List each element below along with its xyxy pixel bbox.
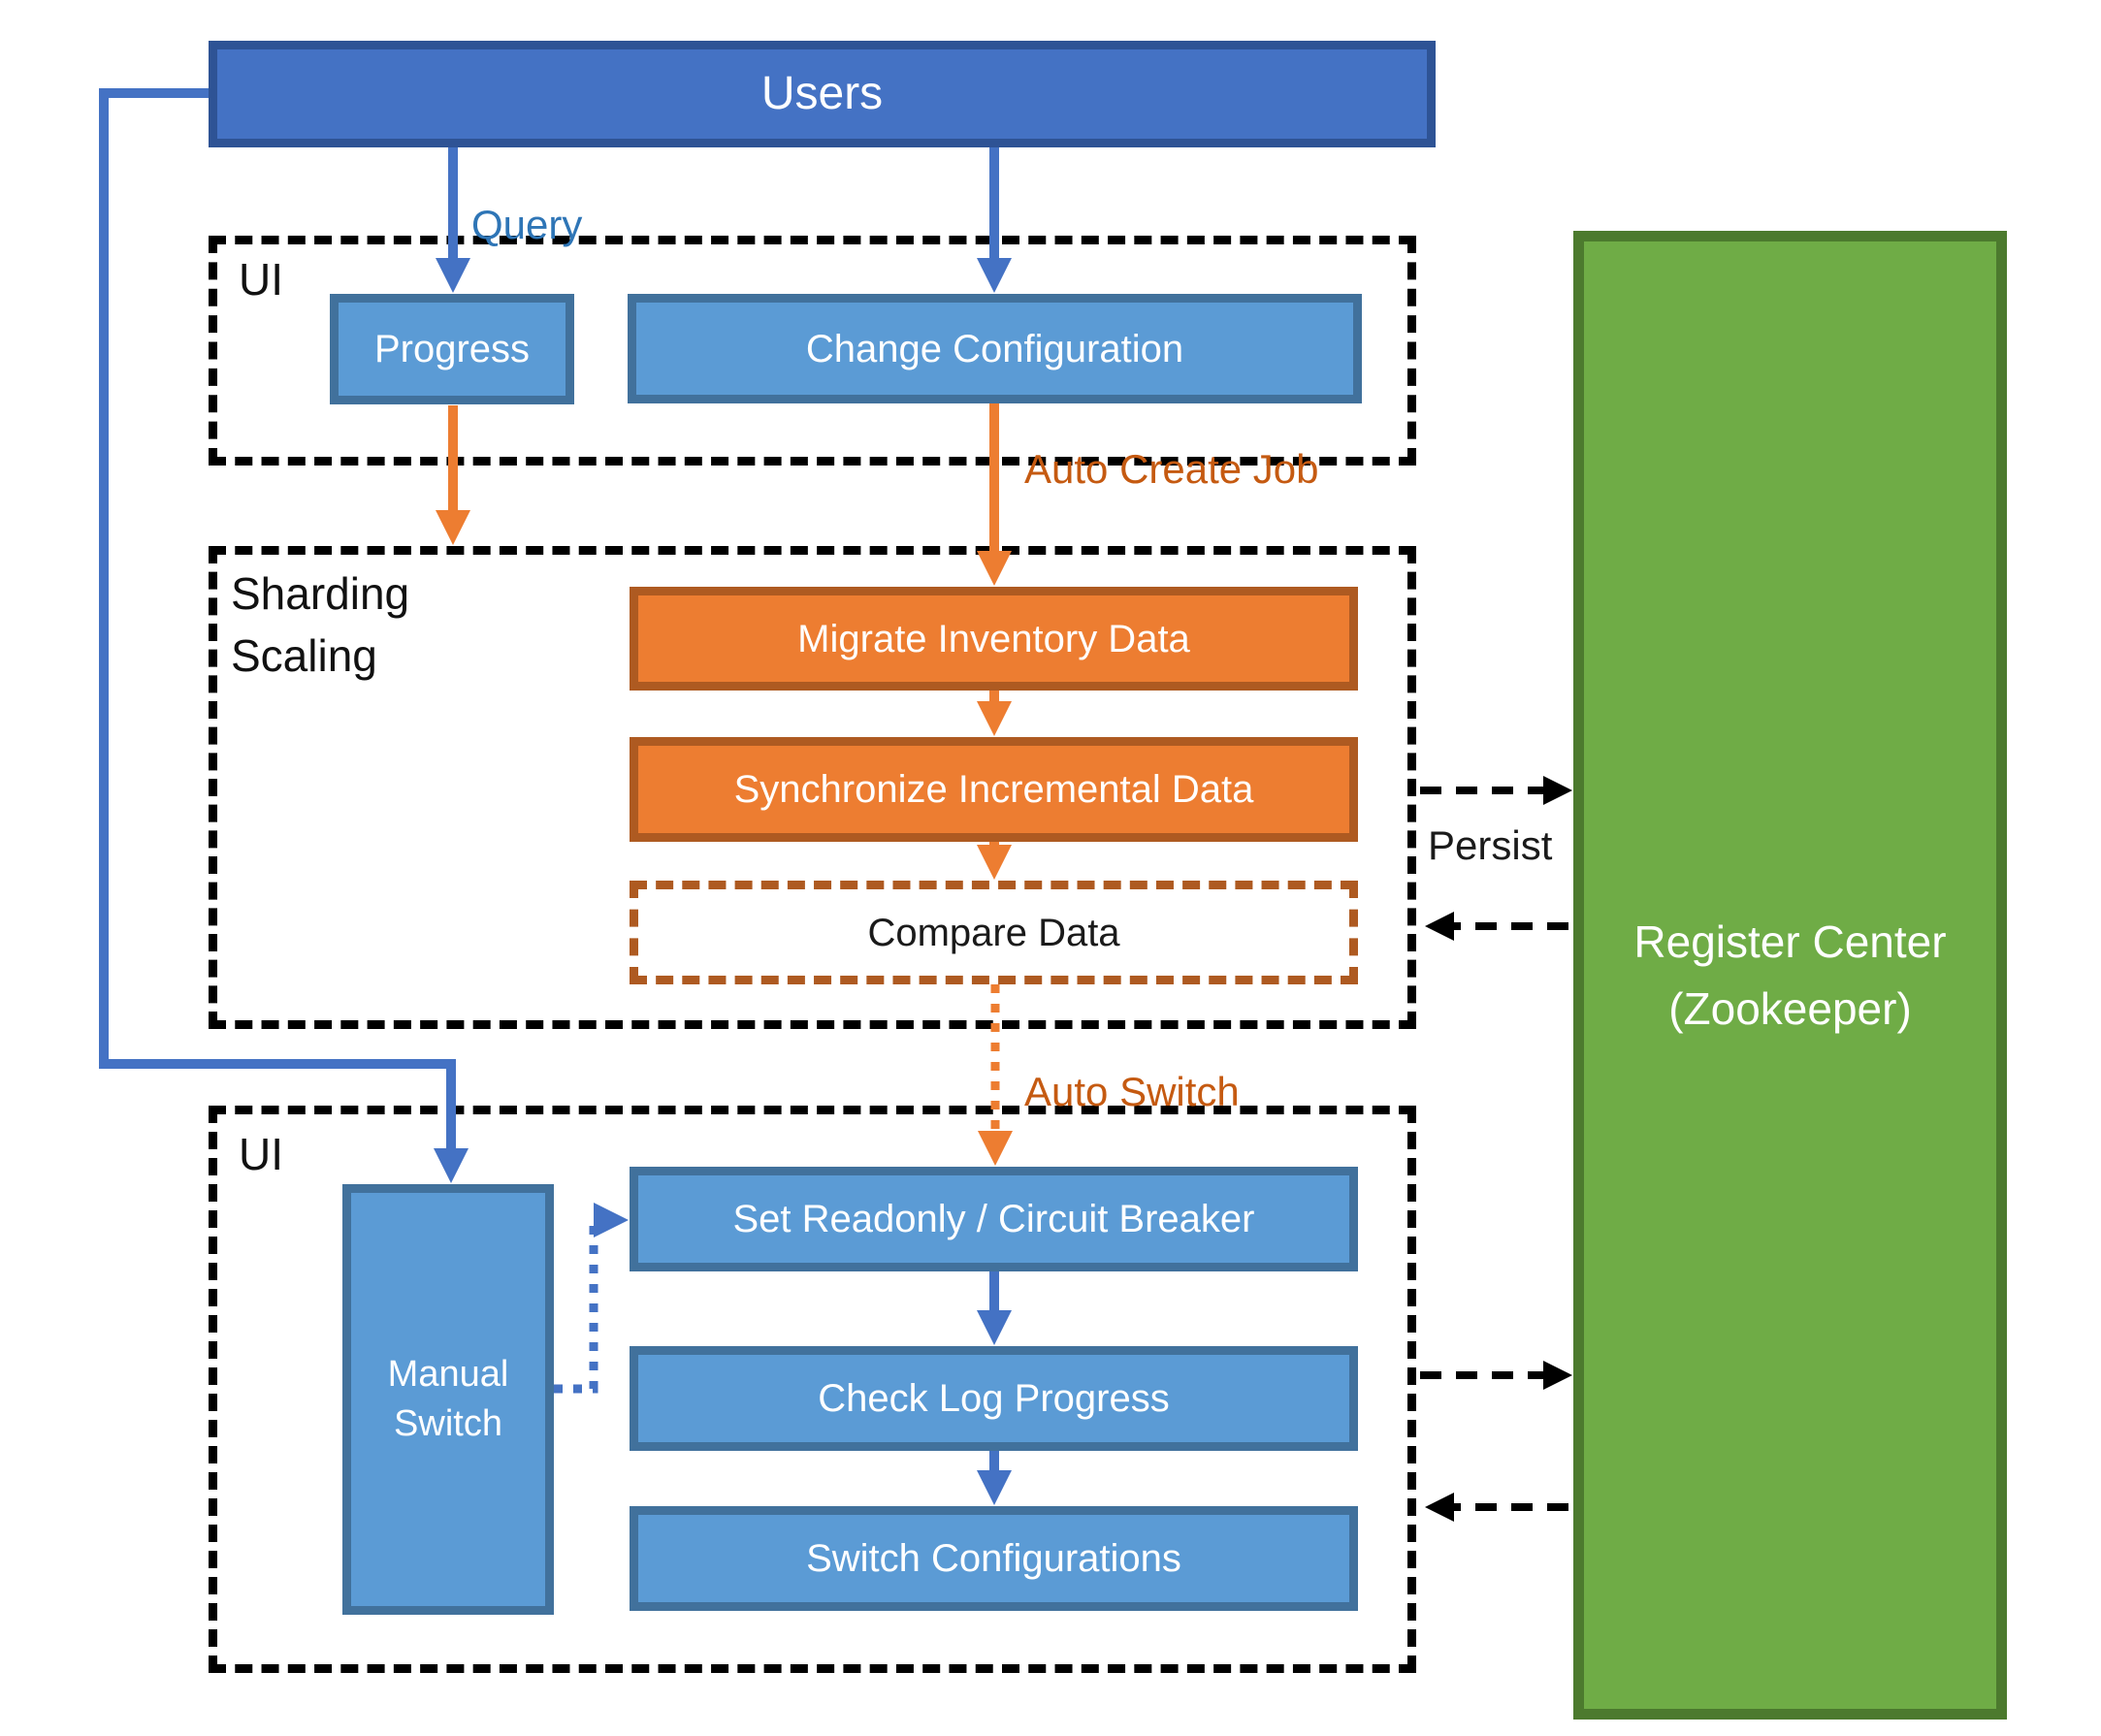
ui-top-label: UI <box>239 254 283 305</box>
query-edge-label: Query <box>471 202 583 247</box>
check-log-progress-node: Check Log Progress <box>630 1346 1358 1451</box>
change-configuration-node: Change Configuration <box>628 294 1362 403</box>
progress-node: Progress <box>330 294 574 404</box>
set-readonly-node: Set Readonly / Circuit Breaker <box>630 1167 1358 1271</box>
ui-bottom-container <box>209 1106 1416 1673</box>
register-center-node: Register Center (Zookeeper) <box>1573 231 2007 1720</box>
switch-configurations-node: Switch Configurations <box>630 1506 1358 1611</box>
compare-data-node: Compare Data <box>630 881 1358 984</box>
manual-switch-node: Manual Switch <box>342 1184 554 1615</box>
persist-edge-label: Persist <box>1428 822 1553 868</box>
users-node: Users <box>209 41 1436 147</box>
ui-bottom-label: UI <box>239 1129 283 1179</box>
migrate-inventory-node: Migrate Inventory Data <box>630 587 1358 691</box>
sharding-scaling-label: Sharding Scaling <box>231 568 410 682</box>
synchronize-incremental-node: Synchronize Incremental Data <box>630 737 1358 842</box>
auto-create-job-edge-label: Auto Create Job <box>1024 446 1319 492</box>
auto-switch-edge-label: Auto Switch <box>1024 1069 1240 1114</box>
